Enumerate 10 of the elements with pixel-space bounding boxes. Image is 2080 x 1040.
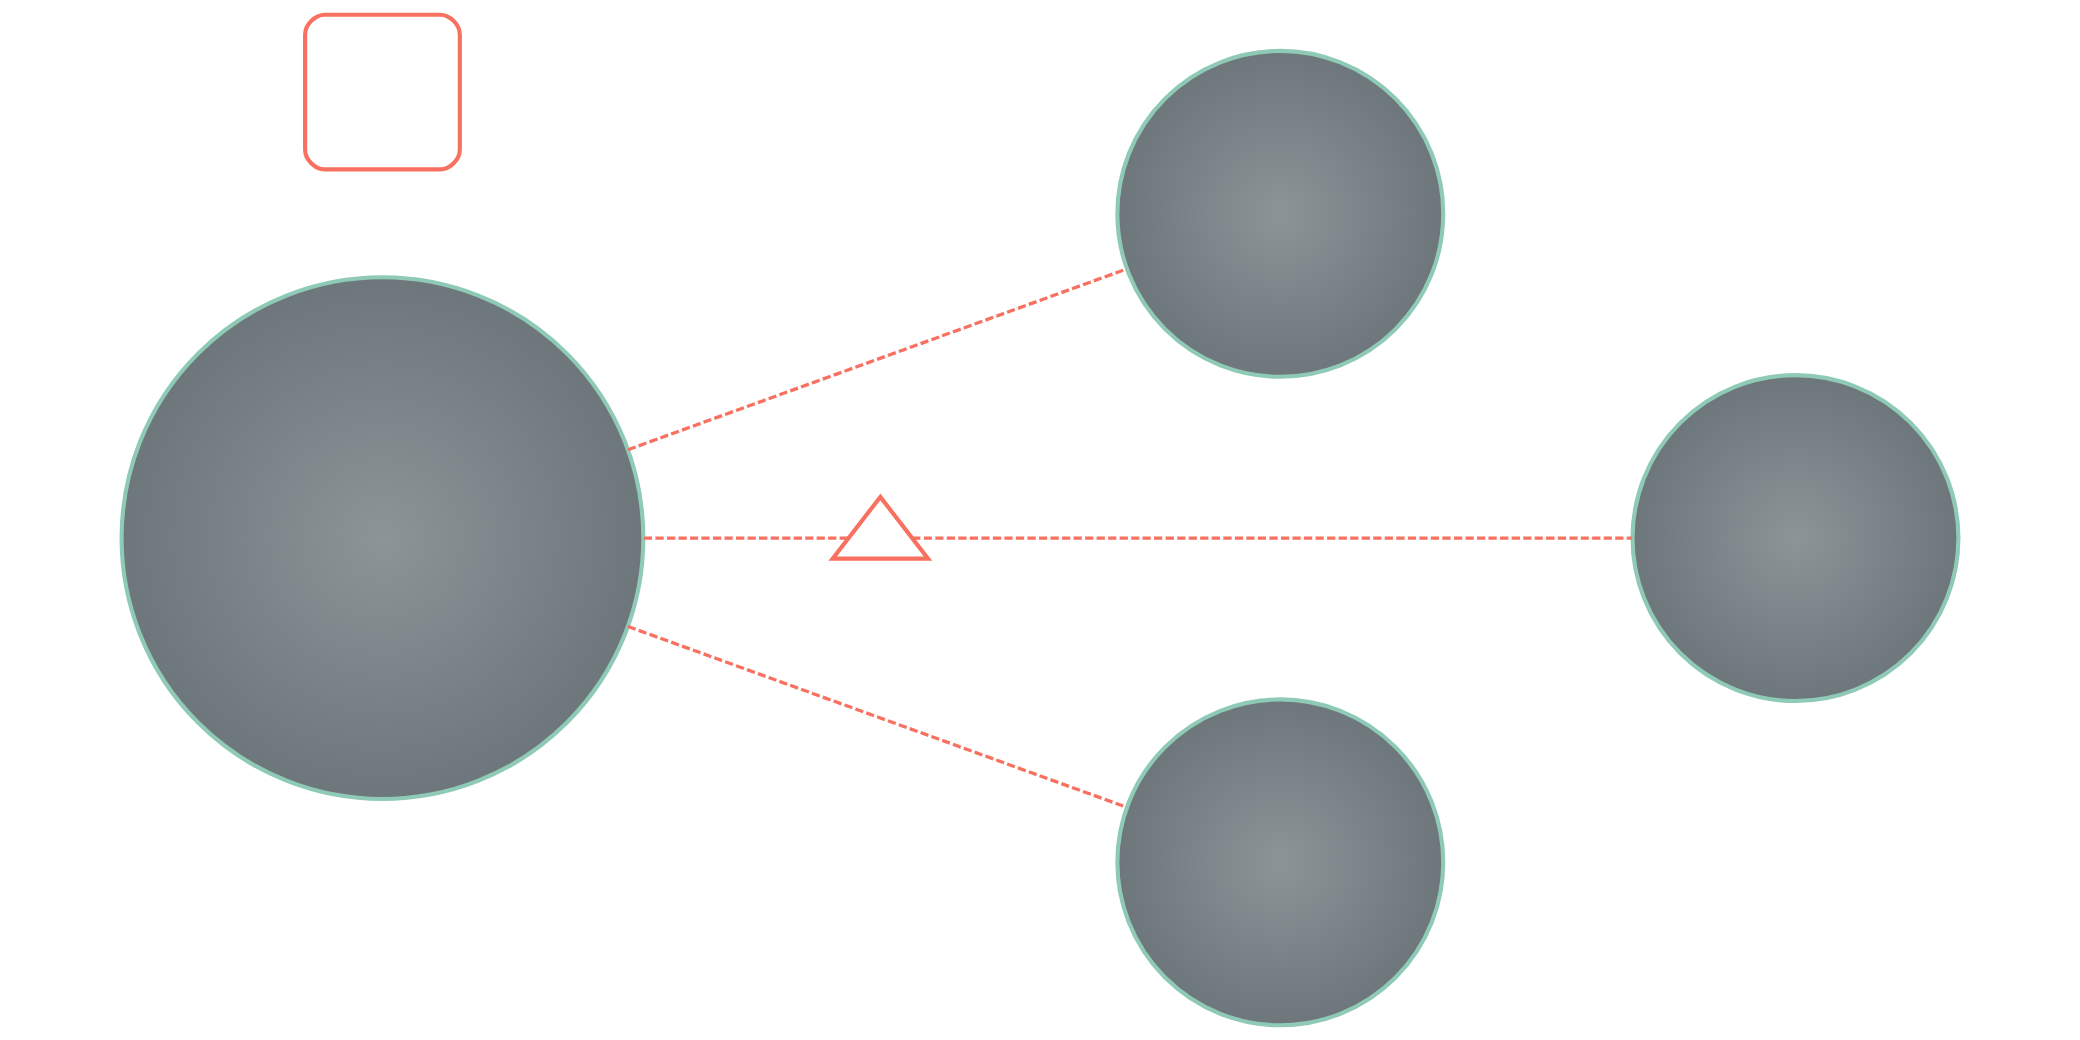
node-box	[303, 12, 462, 172]
connector	[912, 536, 1633, 540]
connector	[627, 624, 1127, 809]
node-triangle	[828, 493, 933, 561]
connector	[627, 267, 1127, 452]
node-circle	[119, 275, 646, 802]
connector	[643, 536, 849, 540]
node-circle	[1630, 373, 1961, 704]
node-circle	[1115, 48, 1446, 379]
node-circle	[1115, 697, 1446, 1028]
